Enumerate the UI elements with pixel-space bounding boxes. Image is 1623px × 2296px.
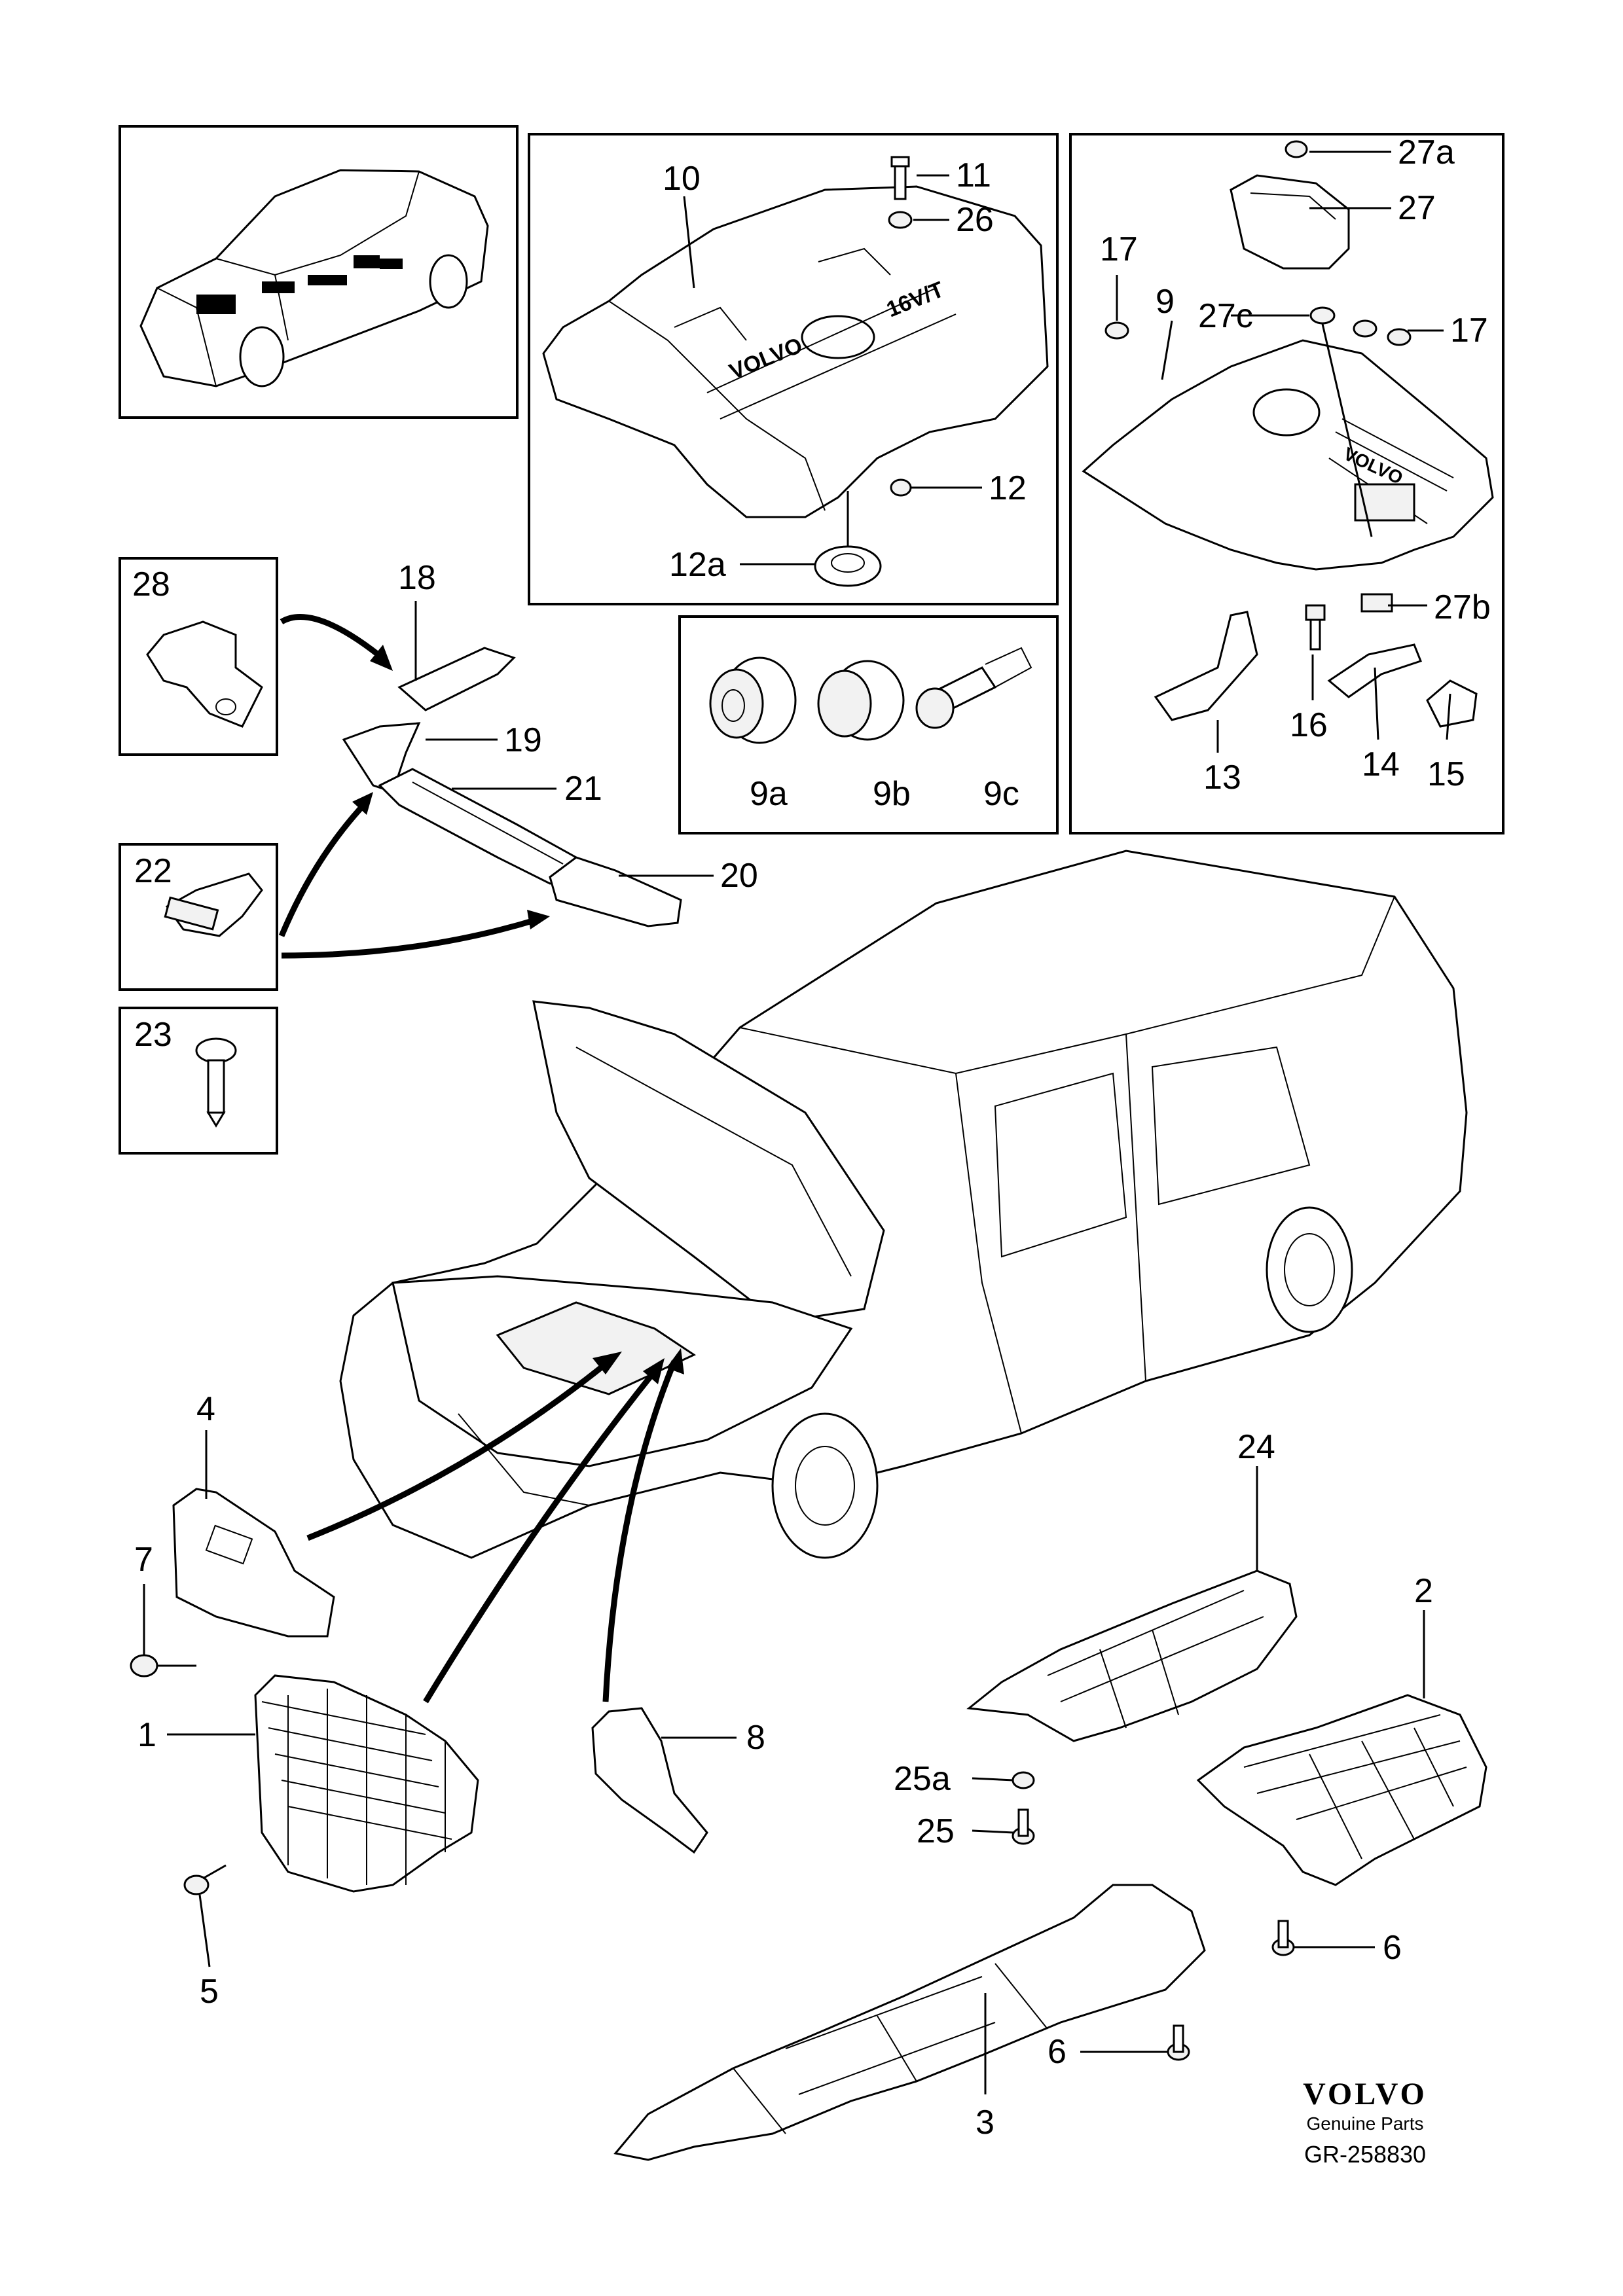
callout-22: 22 bbox=[134, 852, 172, 890]
callout-24: 24 bbox=[1237, 1428, 1275, 1466]
arrow-22-to-20 bbox=[281, 916, 538, 959]
callout-7: 7 bbox=[134, 1541, 153, 1579]
bracket-28-icon bbox=[146, 620, 263, 728]
washer-25a-icon bbox=[1012, 1771, 1035, 1789]
callout-28: 28 bbox=[132, 565, 170, 603]
callout-19: 19 bbox=[504, 721, 542, 759]
callout-23: 23 bbox=[134, 1016, 172, 1054]
main-car-drawing bbox=[339, 850, 1468, 1559]
diagram-reference: GR-258830 bbox=[1304, 2141, 1427, 2168]
clip-27b-icon bbox=[1360, 593, 1393, 613]
callout-2: 2 bbox=[1414, 1572, 1433, 1610]
nut-26-icon bbox=[888, 211, 913, 229]
callout-20: 20 bbox=[720, 857, 758, 895]
shield-2-icon bbox=[1196, 1694, 1487, 1886]
callout-6a: 6 bbox=[1383, 1929, 1402, 1967]
shield-4-icon bbox=[172, 1488, 335, 1638]
callout-27b: 27b bbox=[1434, 588, 1491, 626]
arrow-28-to-18 bbox=[280, 614, 388, 664]
grommet-27c-icon bbox=[1309, 306, 1336, 325]
callout-18: 18 bbox=[398, 559, 436, 597]
arrow-22-to-19 bbox=[278, 799, 369, 937]
bushing-9b-icon bbox=[817, 660, 905, 741]
clip-23-icon bbox=[195, 1037, 237, 1128]
shield-20-icon bbox=[549, 856, 682, 927]
callout-9c: 9c bbox=[983, 775, 1019, 813]
callout-12: 12 bbox=[989, 469, 1027, 507]
cap-27-icon bbox=[1230, 174, 1350, 270]
callout-21: 21 bbox=[564, 770, 602, 808]
arrow-8-to-car bbox=[602, 1360, 678, 1702]
grommet-12a-icon bbox=[814, 545, 882, 587]
engine-cover-10: VOLVO 16V/T bbox=[542, 185, 1049, 518]
callout-13: 13 bbox=[1203, 759, 1241, 797]
overview-car-box bbox=[119, 125, 519, 419]
callout-25a: 25a bbox=[894, 1760, 951, 1798]
grommet-12-icon bbox=[890, 478, 912, 497]
overview-car-drawing bbox=[139, 169, 489, 387]
callout-17b: 17 bbox=[1450, 312, 1488, 350]
callout-27c: 27c bbox=[1198, 297, 1253, 335]
bolt-5-icon bbox=[183, 1864, 227, 1895]
engine-cover-9: VOLVO bbox=[1082, 339, 1494, 571]
callout-10: 10 bbox=[663, 160, 701, 198]
bolt-6a-icon bbox=[1271, 1920, 1295, 1956]
callout-3: 3 bbox=[976, 2104, 994, 2142]
bracket-13-icon bbox=[1154, 611, 1258, 721]
callout-6b: 6 bbox=[1048, 2033, 1067, 2071]
callout-11: 11 bbox=[956, 156, 991, 194]
callout-27: 27 bbox=[1398, 189, 1436, 227]
shield-24-icon bbox=[966, 1570, 1298, 1742]
callout-16: 16 bbox=[1290, 706, 1328, 744]
nut-17-icons bbox=[1104, 319, 1412, 346]
callout-9b: 9b bbox=[873, 775, 911, 813]
clip-22-icon bbox=[164, 872, 263, 937]
clip-15-icon bbox=[1426, 679, 1478, 728]
bushing-9a-icon bbox=[709, 656, 797, 744]
volvo-logo: VOLVO bbox=[1303, 2077, 1427, 2111]
callout-15: 15 bbox=[1427, 755, 1465, 793]
callout-5: 5 bbox=[200, 1973, 219, 2011]
cover-fasteners-box bbox=[678, 615, 1059, 834]
bolt-9c-icon bbox=[915, 647, 1032, 729]
callout-9: 9 bbox=[1156, 283, 1175, 321]
callout-26: 26 bbox=[956, 201, 994, 239]
shield-19-icon bbox=[342, 722, 421, 793]
clip-7-icon bbox=[130, 1654, 158, 1677]
callout-1: 1 bbox=[137, 1716, 156, 1754]
bolt-25-icon bbox=[1012, 1808, 1035, 1845]
callout-27a: 27a bbox=[1398, 134, 1455, 171]
callout-17a: 17 bbox=[1100, 230, 1138, 268]
clip-27a-icon bbox=[1285, 140, 1308, 158]
callout-25: 25 bbox=[917, 1812, 955, 1850]
callout-9a: 9a bbox=[750, 775, 788, 813]
callout-14: 14 bbox=[1362, 745, 1400, 783]
shield-1-icon bbox=[254, 1674, 479, 1893]
clip-23-box bbox=[119, 1007, 278, 1155]
genuine-parts-label: Genuine Parts bbox=[1306, 2113, 1424, 2134]
shield-3-icon bbox=[613, 1884, 1206, 2161]
callout-8: 8 bbox=[746, 1719, 765, 1757]
shield-18-icon bbox=[397, 647, 516, 711]
arrow-1-to-car bbox=[423, 1369, 657, 1704]
bolt-16-icon bbox=[1305, 604, 1326, 651]
shield-8-icon bbox=[591, 1707, 708, 1854]
bolt-6b-icon bbox=[1167, 2024, 1190, 2061]
bracket-28-box bbox=[119, 557, 278, 756]
shield-21-icon bbox=[378, 768, 584, 885]
alt-engine-cover-box bbox=[1069, 133, 1504, 834]
volvo-branding: VOLVO Genuine Parts GR-258830 bbox=[1290, 2076, 1440, 2168]
arrow-4-to-car bbox=[306, 1359, 611, 1541]
bolt-11-icon bbox=[890, 156, 910, 200]
clip-22-box bbox=[119, 843, 278, 991]
callout-12a: 12a bbox=[669, 546, 726, 584]
callout-4: 4 bbox=[196, 1390, 215, 1428]
engine-cover-box bbox=[528, 133, 1059, 605]
